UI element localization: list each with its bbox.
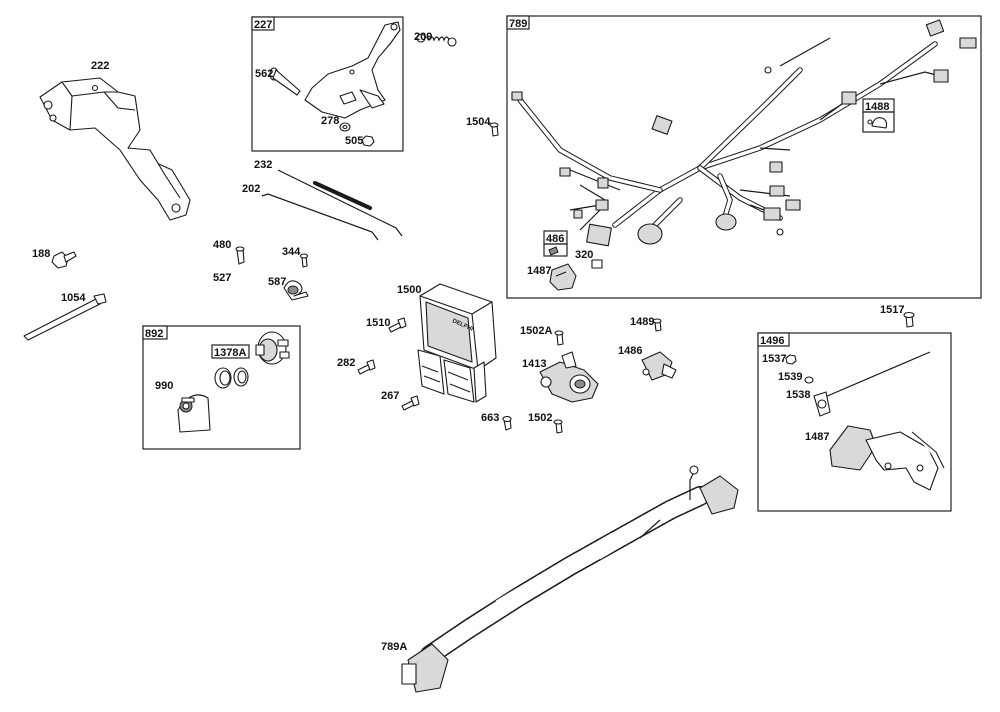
- part-209-spring[interactable]: [416, 33, 457, 47]
- part-282-bolt[interactable]: [357, 359, 376, 375]
- callout-222: 222: [91, 60, 109, 72]
- callout-232: 232: [254, 159, 272, 171]
- part-789A-harness[interactable]: [401, 465, 739, 693]
- part-1510-bolt[interactable]: [388, 317, 407, 333]
- part-1054-cable-tie[interactable]: [23, 293, 107, 341]
- callout-892: 892: [145, 328, 163, 340]
- part-267-bolt[interactable]: [401, 395, 420, 411]
- frame-1496: [757, 332, 952, 512]
- part-320-fuse[interactable]: [591, 259, 603, 269]
- callout-282: 282: [337, 357, 355, 369]
- part-480-screw[interactable]: [235, 246, 245, 265]
- part-1502-screw[interactable]: [553, 419, 563, 434]
- frame-486: [543, 243, 568, 257]
- callout-480: 480: [213, 239, 231, 251]
- callout-1500: 1500: [397, 284, 421, 296]
- callout-562: 562: [255, 68, 273, 80]
- callout-505: 505: [345, 135, 363, 147]
- callout-1413: 1413: [522, 358, 546, 370]
- callout-486: 486: [546, 233, 564, 245]
- frame-227: [251, 16, 404, 152]
- part-278-washer[interactable]: [339, 122, 351, 132]
- callout-1517: 1517: [880, 304, 904, 316]
- part-1488-clip[interactable]: [867, 117, 888, 129]
- part-1537-nut[interactable]: [785, 354, 797, 365]
- part-202-choke-rod[interactable]: [261, 193, 379, 241]
- part-587-clamp[interactable]: [283, 280, 309, 301]
- part-344-screw[interactable]: [299, 253, 309, 268]
- part-789-wiring-harness[interactable]: [511, 19, 977, 247]
- part-892-ignition-switch[interactable]: [255, 331, 290, 365]
- callout-1510: 1510: [366, 317, 390, 329]
- callout-1486: 1486: [618, 345, 642, 357]
- part-1517-screw[interactable]: [903, 311, 915, 328]
- part-232-throttle-rod[interactable]: [277, 169, 403, 237]
- tag-227: [251, 16, 275, 31]
- callout-789: 789: [509, 18, 527, 30]
- tag-892: [142, 325, 168, 340]
- frame-892: [142, 325, 301, 450]
- tag-789: [506, 15, 530, 30]
- callout-227: 227: [254, 19, 272, 31]
- part-1538-sensor-probe[interactable]: [813, 351, 931, 417]
- part-663-screw[interactable]: [502, 415, 512, 431]
- callout-267: 267: [381, 390, 399, 402]
- frame-789: [506, 15, 982, 299]
- part-1502A-screw[interactable]: [554, 330, 564, 346]
- callout-344: 344: [282, 246, 301, 258]
- part-1486-sensor[interactable]: [641, 351, 677, 381]
- callout-1502A: 1502A: [520, 325, 552, 337]
- callout-1489: 1489: [630, 316, 654, 328]
- callout-278: 278: [321, 115, 339, 127]
- callout-209: 209: [414, 31, 432, 43]
- callout-320: 320: [575, 249, 593, 261]
- part-222-bracket[interactable]: [39, 77, 191, 221]
- part-227-governor-lever[interactable]: [304, 21, 401, 119]
- part-486-terminal[interactable]: [548, 246, 559, 256]
- callout-1502: 1502: [528, 412, 552, 424]
- callout-1539: 1539: [778, 371, 802, 383]
- part-990-key-cover[interactable]: [177, 394, 211, 433]
- part-1413-throttle-body[interactable]: [539, 351, 599, 403]
- callout-1496: 1496: [760, 335, 784, 347]
- callout-1487-bracket: 1487: [805, 431, 829, 443]
- part-1504-screw[interactable]: [489, 122, 499, 137]
- part-562-pin[interactable]: [269, 67, 301, 96]
- frame-1488: [862, 111, 895, 133]
- callout-990: 990: [155, 380, 173, 392]
- part-1500-ecu[interactable]: DELPHI: [417, 283, 497, 403]
- callout-1504: 1504: [466, 116, 491, 128]
- callout-663: 663: [481, 412, 499, 424]
- callout-1054: 1054: [61, 292, 86, 304]
- callout-202: 202: [242, 183, 260, 195]
- part-1539-washer[interactable]: [804, 376, 814, 384]
- part-1378A-bezel-rings[interactable]: [214, 367, 249, 389]
- part-1487-connector[interactable]: [549, 263, 577, 291]
- callout-789A: 789A: [381, 641, 407, 653]
- callout-1537: 1537: [762, 353, 786, 365]
- callout-1488: 1488: [865, 101, 889, 113]
- callout-1487-harness: 1487: [527, 265, 551, 277]
- part-1487-sensor-bracket[interactable]: [829, 425, 945, 491]
- part-505-nut[interactable]: [361, 135, 375, 147]
- callout-1378A: 1378A: [214, 347, 246, 359]
- part-1489-screw[interactable]: [652, 318, 662, 332]
- tag-1378A: [211, 344, 250, 359]
- callout-188: 188: [32, 248, 50, 260]
- tag-1496: [757, 332, 790, 347]
- callout-1538: 1538: [786, 389, 810, 401]
- callout-527: 527: [213, 272, 231, 284]
- part-188-screw[interactable]: [51, 251, 77, 269]
- callout-587: 587: [268, 276, 286, 288]
